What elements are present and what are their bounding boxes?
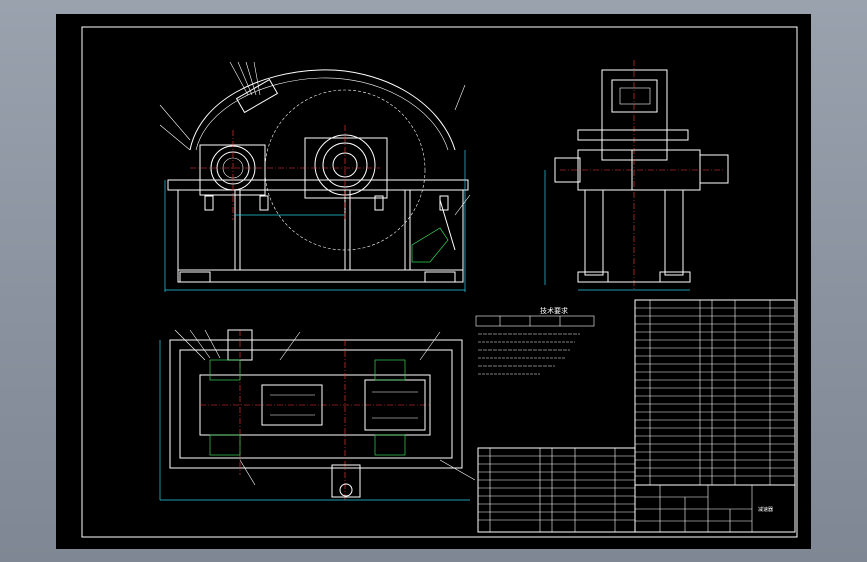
title-block[interactable]: 减速器 [634, 484, 796, 533]
side-view[interactable] [544, 60, 729, 291]
technical-requirements: 技术要求 [475, 306, 595, 375]
top-view[interactable] [159, 329, 476, 501]
parts-list-left[interactable] [477, 447, 636, 533]
parts-list-right[interactable] [634, 299, 796, 486]
inner-border [81, 26, 798, 538]
title-block-name: 减速器 [758, 506, 773, 513]
tech-req-title: 技术要求 [540, 306, 568, 315]
front-view[interactable] [159, 61, 471, 292]
